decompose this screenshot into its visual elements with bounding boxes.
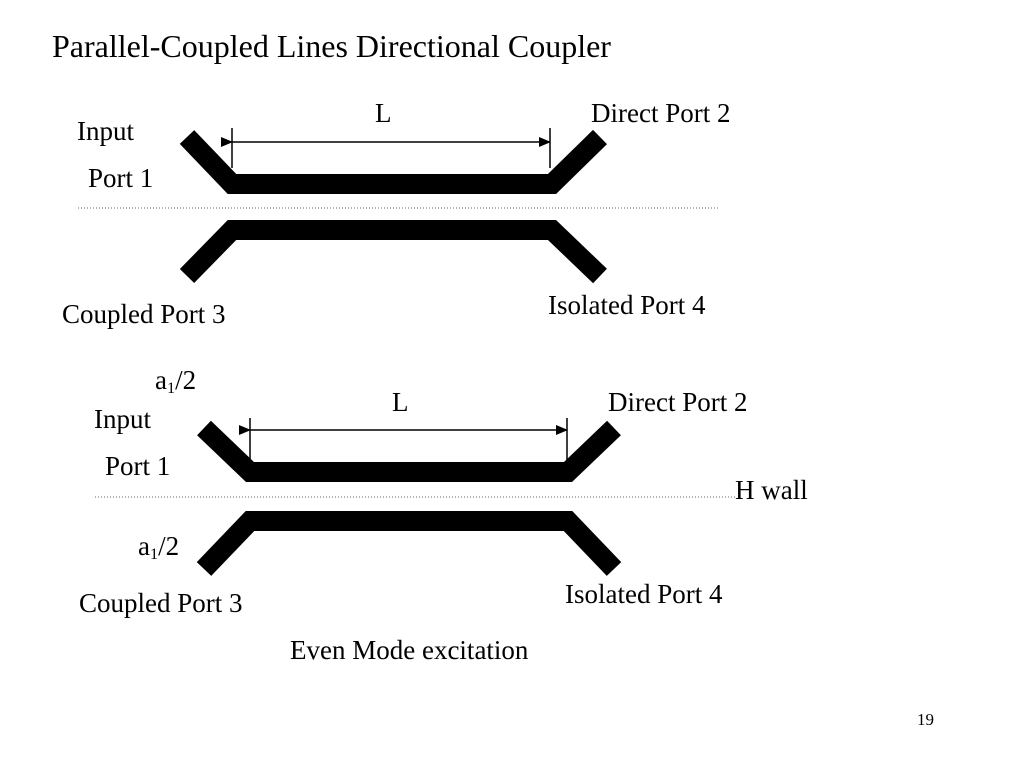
top-port3-label: Coupled Port 3	[62, 299, 226, 329]
even-mode-caption: Even Mode excitation	[290, 635, 529, 665]
bottom-upper-line	[197, 420, 621, 482]
top-lower-line	[179, 220, 607, 284]
top-port2-label: Direct Port 2	[591, 98, 731, 128]
bottom-lower-line	[196, 511, 622, 576]
bottom-source-bottom-label: a1/2	[138, 531, 180, 564]
bottom-port2-label: Direct Port 2	[608, 387, 748, 417]
bottom-coupler	[95, 418, 735, 576]
bottom-input-label: Input	[94, 404, 151, 434]
top-upper-line	[179, 129, 607, 194]
bottom-port4-label: Isolated Port 4	[565, 579, 723, 609]
h-wall-label: H wall	[735, 475, 808, 505]
top-length-label: L	[375, 98, 392, 128]
top-input-label: Input	[77, 116, 134, 146]
bottom-length-label: L	[392, 387, 409, 417]
top-port4-label: Isolated Port 4	[548, 290, 706, 320]
bottom-port3-label: Coupled Port 3	[79, 588, 243, 618]
top-port1-label: Port 1	[88, 163, 154, 193]
page-number: 19	[917, 710, 934, 729]
bottom-source-top-label: a1/2	[155, 365, 197, 398]
top-coupler	[78, 128, 718, 284]
bottom-port1-label: Port 1	[105, 451, 171, 481]
slide-title: Parallel-Coupled Lines Directional Coupl…	[52, 28, 611, 64]
